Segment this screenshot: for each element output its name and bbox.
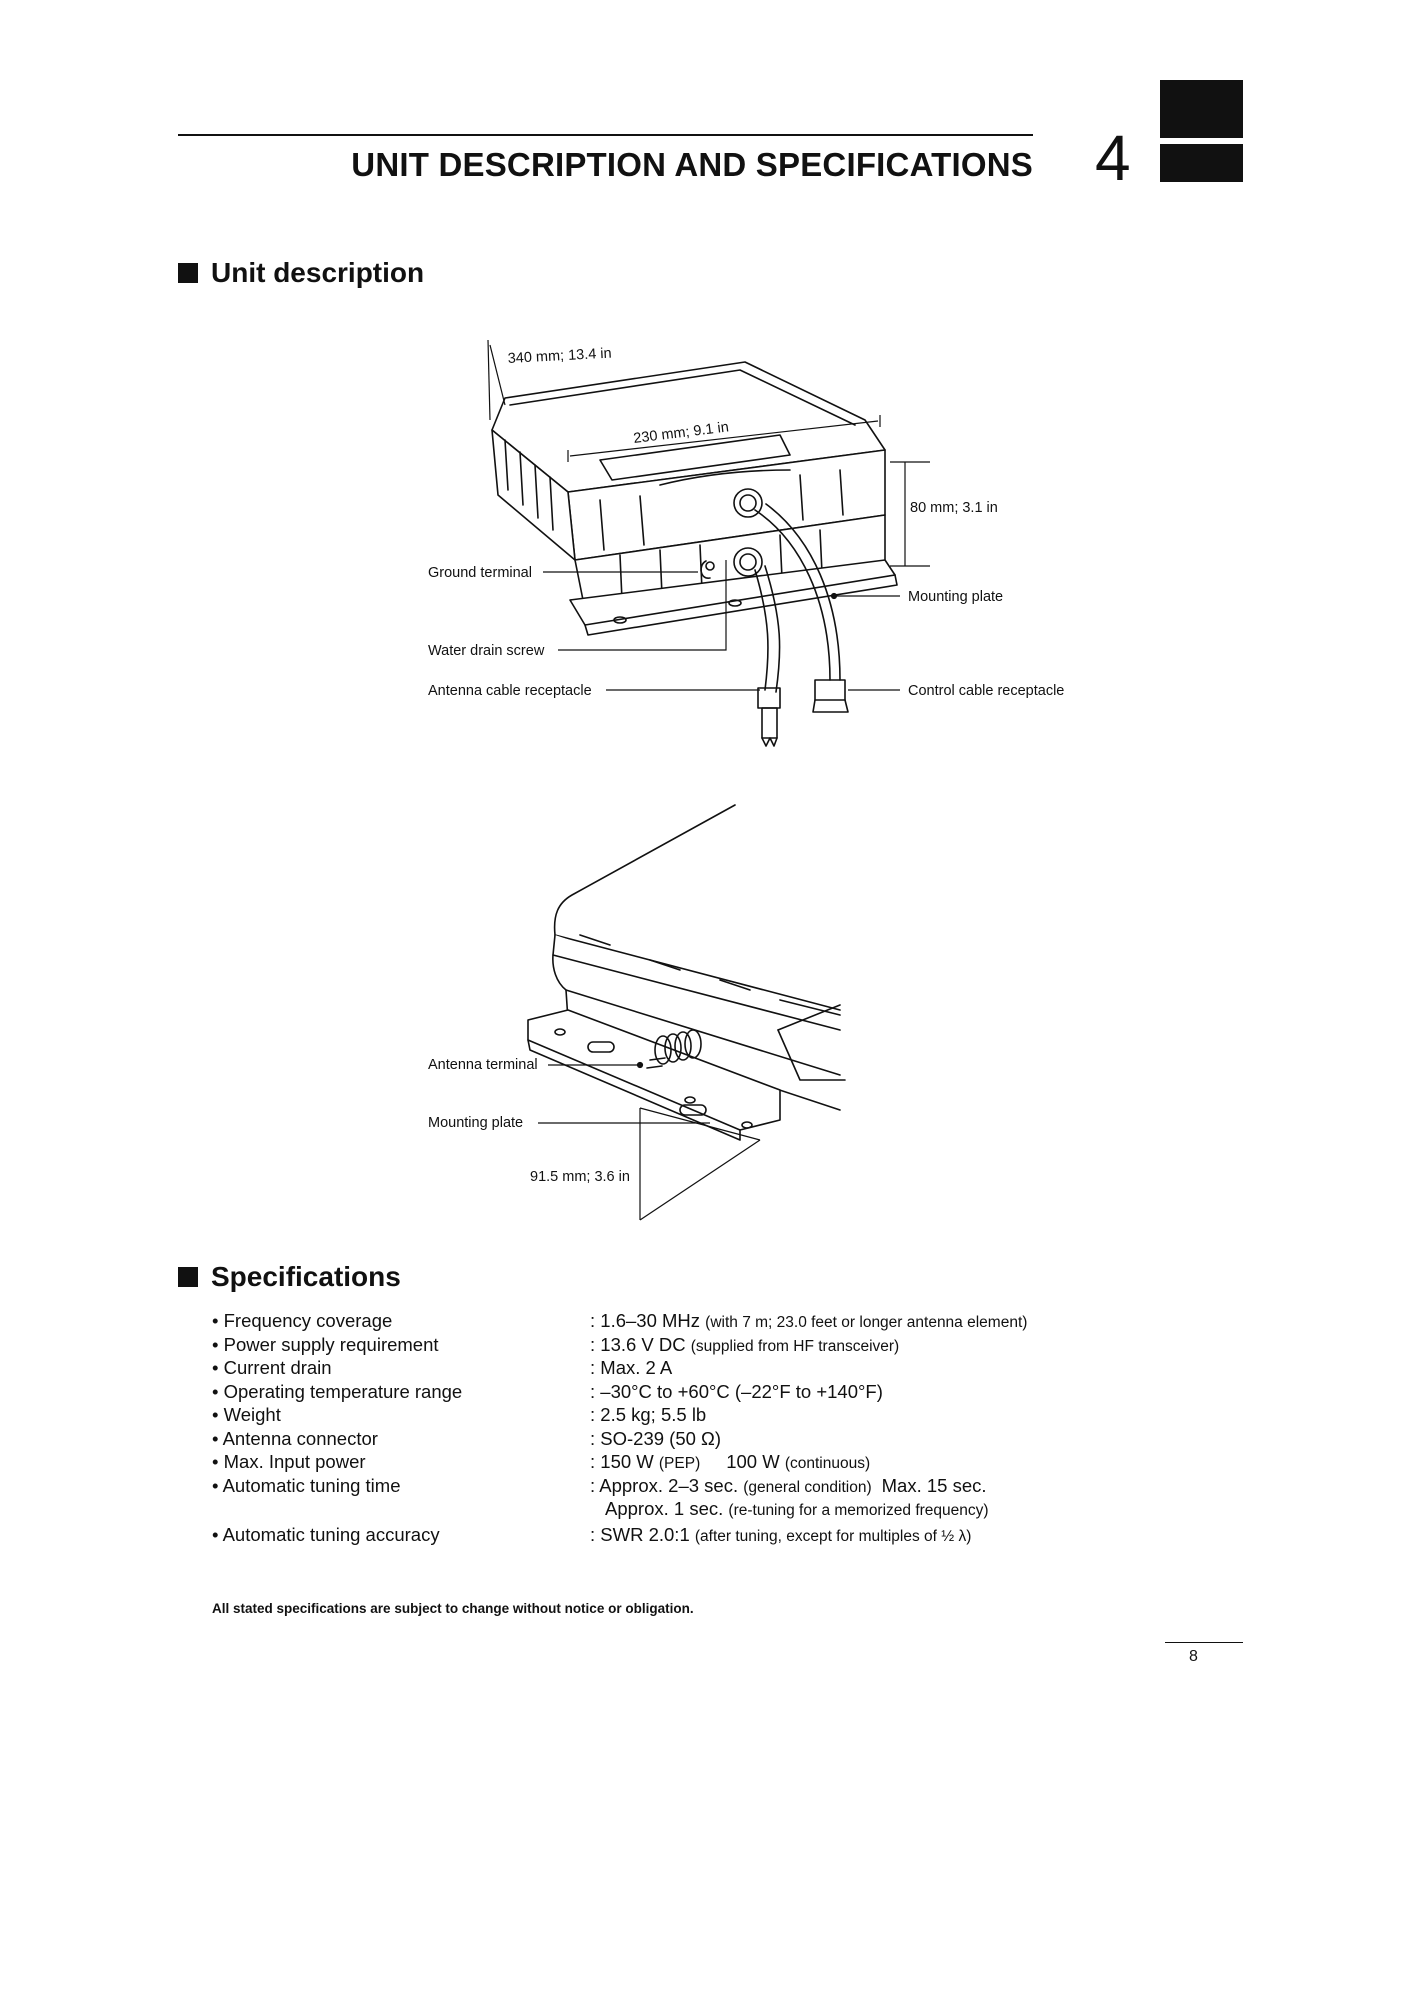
spec-row-power-supply: • Power supply requirement : 13.6 V DC (… [212,1333,1212,1357]
spec-value: : Approx. 2–3 sec. (general condition) Ma… [590,1474,987,1500]
unit-description-title: Unit description [211,257,425,288]
spec-value: : 1.6–30 MHz (with 7 m; 23.0 feet or lon… [590,1309,1027,1335]
spec-label: • Automatic tuning accuracy [212,1523,440,1545]
top-view-illustration [491,361,898,747]
spec-value-note: (re-tuning for a memorized frequency) [728,1502,989,1519]
spec-value-main: : 150 W [590,1451,659,1472]
spec-label: • Current drain [212,1357,332,1378]
mounting-plate-label: Mounting plate [908,589,1003,605]
spec-value-main: : SWR 2.0:1 [590,1523,695,1545]
side-view-illustration [527,804,846,1141]
spec-value-main: : 1.6–30 MHz [590,1310,706,1331]
spec-value-main: : 13.6 V DC [590,1333,691,1355]
spec-value-main: : Approx. 2–3 sec. [590,1474,744,1496]
side-view-dimension-lines [538,1061,761,1221]
spec-row-tuning-time-continued: Approx. 1 sec. (re-tuning for a memorize… [212,1497,1212,1521]
dim-height-label: 80 mm; 3.1 in [910,500,998,516]
control-cable-receptacle-label: Control cable receptacle [908,683,1064,699]
square-bullet-icon [178,263,198,283]
specifications-heading: Specifications [178,1261,401,1293]
spec-label: • Weight [212,1404,281,1425]
spec-value-note: (general condition) [743,1478,872,1496]
chapter-number: 4 [1095,122,1131,194]
spec-label: • Antenna connector [212,1427,378,1449]
spec-row-current-drain: • Current drain : Max. 2 A [212,1356,1212,1380]
spec-row-tuning-accuracy: • Automatic tuning accuracy : SWR 2.0:1 … [212,1523,1212,1547]
spec-row-tuning-time: • Automatic tuning time : Approx. 2–3 se… [212,1474,1212,1498]
spec-value-secondary: 100 W [726,1451,785,1472]
spec-value: : 150 W (PEP) 100 W (continuous) [590,1450,870,1476]
ground-terminal-label: Ground terminal [428,565,532,581]
header-rule [178,134,1033,136]
spec-value: : 13.6 V DC (supplied from HF transceive… [590,1333,899,1359]
dim-offset-label: 91.5 mm; 3.6 in [530,1169,630,1185]
chapter-tab-marker [1160,80,1243,138]
spec-label: • Frequency coverage [212,1310,393,1331]
spec-row-weight: • Weight : 2.5 kg; 5.5 lb [212,1403,1212,1427]
water-drain-screw-label: Water drain screw [428,643,545,659]
specifications-disclaimer: All stated specifications are subject to… [212,1601,694,1616]
spec-row-temperature: • Operating temperature range : –30°C to… [212,1380,1212,1404]
spec-value: : SO-239 (50 Ω) [590,1427,722,1449]
spec-value-note: (PEP) [658,1455,701,1472]
dim-width-label: 230 mm; 9.1 in [633,419,730,447]
spec-row-antenna-connector: • Antenna connector : SO-239 (50 Ω) [212,1427,1212,1451]
spec-value-note: (with 7 m; 23.0 feet or longer antenna e… [705,1314,1028,1331]
spec-value: : Max. 2 A [590,1357,673,1378]
chapter-tab-marker-lower [1160,144,1243,182]
specifications-title: Specifications [211,1261,401,1292]
spec-value-main: Approx. 1 sec. [605,1498,729,1519]
spec-value-note: (continuous) [784,1455,871,1472]
spec-label: • Power supply requirement [212,1333,439,1355]
page-number: 8 [1189,1648,1198,1665]
spec-row-input-power: • Max. Input power : 150 W (PEP) 100 W (c… [212,1450,1212,1474]
spec-value: : –30°C to +60°C (–22°F to +140°F) [590,1380,883,1402]
spec-value: : SWR 2.0:1 (after tuning, except for mu… [590,1523,971,1549]
top-view-dimension-lines [487,339,930,691]
spec-value: Approx. 1 sec. (re-tuning for a memorize… [605,1497,989,1523]
dim-length-label: 340 mm; 13.4 in [507,346,612,367]
square-bullet-icon [178,1267,198,1287]
unit-description-heading: Unit description [178,257,424,289]
spec-label: • Automatic tuning time [212,1474,401,1496]
spec-value-secondary: Max. 15 sec. [881,1474,987,1496]
footer-rule [1165,1642,1243,1643]
side-mounting-plate-label: Mounting plate [428,1115,523,1131]
page-title: UNIT DESCRIPTION AND SPECIFICATIONS [351,146,1033,183]
spec-value: : 2.5 kg; 5.5 lb [590,1404,707,1425]
spec-row-frequency: • Frequency coverage : 1.6–30 MHz (with … [212,1309,1212,1333]
spec-value-note: (supplied from HF transceiver) [690,1337,900,1355]
spec-label: • Max. Input power [212,1451,366,1472]
antenna-cable-receptacle-label: Antenna cable receptacle [428,683,592,699]
spec-list: • Frequency coverage : 1.6–30 MHz (with … [212,1309,1212,1546]
spec-label: • Operating temperature range [212,1380,463,1402]
antenna-terminal-label: Antenna terminal [428,1057,538,1073]
spec-value-note: (after tuning, except for multiples of ½… [694,1527,972,1545]
